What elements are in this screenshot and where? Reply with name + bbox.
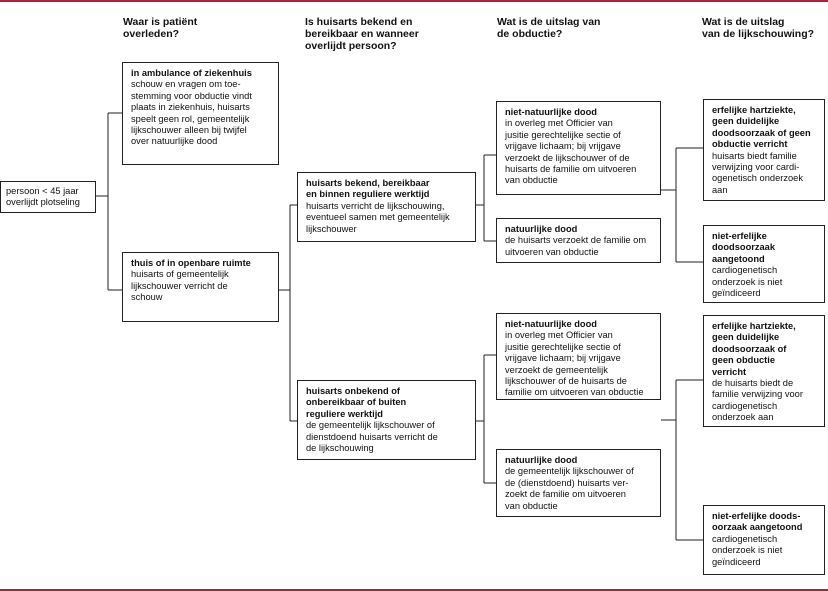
doctor-unknown-title: huisarts onbekend of onbereikbaar of bui… — [306, 386, 407, 419]
obduction-upper-natural-text: de huisarts verzoekt de familie om uitvo… — [505, 235, 647, 257]
column-header-obduction: Wat is de uitslag van de obductie? — [497, 16, 601, 40]
doctor-unknown-box: huisarts onbekend of onbereikbaar of bui… — [297, 380, 476, 460]
location-home-text: huisarts of gemeentelijk lijkschouwer ve… — [131, 269, 229, 303]
location-home-title: thuis of in openbare ruimte — [131, 258, 251, 268]
bottom-rule — [0, 589, 828, 591]
result-lower-nonhereditary-text: cardiogenetisch onderzoek is niet geïndi… — [712, 533, 783, 567]
location-ambulance-box: in ambulance of ziekenhuis schouw en vra… — [122, 62, 279, 165]
result-upper-hereditary-title: erfelijke hartziekte, geen duidelijke do… — [712, 105, 811, 150]
location-ambulance-title: in ambulance of ziekenhuis — [131, 68, 252, 78]
doctor-known-title: huisarts bekend, bereikbaar en binnen re… — [306, 178, 430, 200]
result-lower-hereditary-box: erfelijke hartziekte, geen duidelijke do… — [703, 315, 825, 427]
obduction-upper-unnatural-text: in overleg met Officier van jusitie gere… — [505, 118, 637, 186]
start-text: persoon < 45 jaar overlijdt plotseling — [6, 186, 80, 208]
top-rule — [0, 0, 828, 2]
location-home-box: thuis of in openbare ruimte huisarts of … — [122, 252, 279, 322]
obduction-lower-unnatural-title: niet-natuurlijke dood — [505, 319, 597, 329]
result-upper-nonhereditary-box: niet-erfelijke doodsoorzaak aangetoond c… — [703, 225, 825, 303]
doctor-known-text: huisarts verricht de lijkschouwing, even… — [306, 200, 450, 234]
obduction-upper-unnatural-title: niet-natuurlijke dood — [505, 107, 597, 117]
result-upper-hereditary-box: erfelijke hartziekte, geen duidelijke do… — [703, 99, 825, 201]
obduction-upper-natural-title: natuurlijke dood — [505, 224, 578, 234]
result-lower-nonhereditary-box: niet-erfelijke doods- oorzaak aangetoond… — [703, 505, 825, 575]
result-upper-nonhereditary-text: cardiogenetisch onderzoek is niet geïndi… — [712, 265, 783, 299]
column-header-location: Waar is patiënt overleden? — [123, 16, 198, 40]
obduction-upper-unnatural-box: niet-natuurlijke dood in overleg met Off… — [496, 101, 661, 195]
column-header-doctor: Is huisarts bekend en bereikbaar en wann… — [305, 16, 419, 52]
result-lower-hereditary-text: de huisarts biedt de familie verwijzing … — [712, 378, 803, 423]
result-lower-hereditary-title: erfelijke hartziekte, geen duidelijke do… — [712, 321, 796, 377]
obduction-upper-natural-box: natuurlijke dood de huisarts verzoekt de… — [496, 218, 661, 263]
doctor-known-box: huisarts bekend, bereikbaar en binnen re… — [297, 172, 476, 242]
obduction-lower-natural-text: de gemeentelijk lijkschouwer of de (dien… — [505, 466, 634, 511]
start-box: persoon < 45 jaar overlijdt plotseling — [0, 181, 96, 213]
result-lower-nonhereditary-title: niet-erfelijke doods- oorzaak aangetoond — [712, 511, 803, 533]
obduction-lower-natural-box: natuurlijke dood de gemeentelijk lijksch… — [496, 449, 661, 517]
obduction-lower-unnatural-box: niet-natuurlijke dood in overleg met Off… — [496, 313, 661, 400]
location-ambulance-text: schouw en vragen om toe- stemming voor o… — [131, 79, 252, 147]
obduction-lower-natural-title: natuurlijke dood — [505, 455, 578, 465]
result-upper-hereditary-text: huisarts biedt familie verwijzing voor c… — [712, 150, 803, 195]
doctor-unknown-text: de gemeentelijk lijkschouwer of dienstdo… — [306, 420, 438, 454]
obduction-lower-unnatural-text: in overleg met Officier van jusitie gere… — [505, 330, 644, 398]
column-header-autopsy-result: Wat is de uitslag van de lijkschouwing? — [702, 16, 815, 40]
result-upper-nonhereditary-title: niet-erfelijke doodsoorzaak aangetoond — [712, 231, 776, 264]
